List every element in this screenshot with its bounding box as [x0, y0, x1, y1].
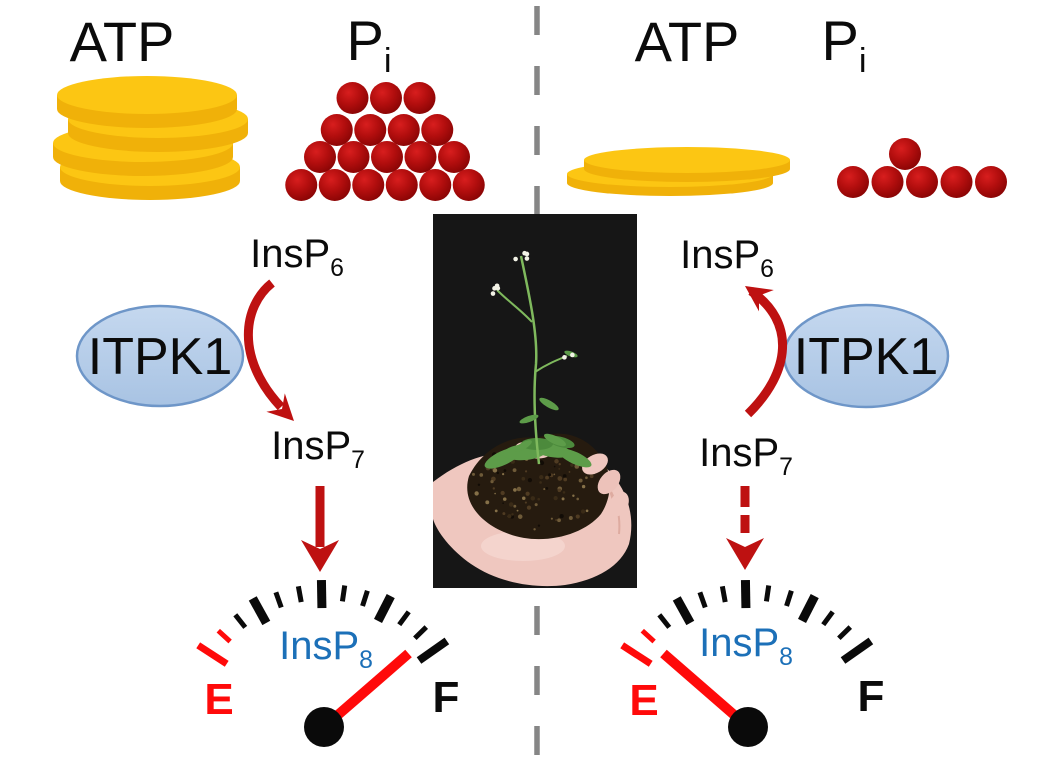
pi-ball	[387, 114, 420, 146]
gauge-tick	[196, 642, 229, 667]
insp7-to-gauge-arrow-dashed	[726, 486, 764, 570]
pi-ball	[975, 166, 1007, 198]
gauge-tick	[784, 589, 794, 607]
gauge-empty-label-left: E	[204, 675, 234, 724]
pi-ball	[318, 169, 351, 201]
gauge-tick	[339, 585, 348, 602]
plant-in-hand-photo	[433, 214, 637, 588]
gauge-tick	[233, 613, 248, 629]
gauge-tick	[657, 613, 672, 629]
plant-rosette	[484, 435, 592, 469]
insp7-label-left: InsP7	[271, 424, 365, 475]
atp-coin-top	[584, 147, 790, 173]
pi-ball	[889, 138, 921, 170]
pi-ball	[906, 166, 938, 198]
pi-label-right: Pi	[821, 9, 867, 81]
insp7-label-right: InsP7	[699, 431, 793, 482]
atp-coin-stack-left	[53, 76, 248, 200]
gauge-tick	[719, 585, 728, 603]
insp7-to-gauge-arrow-solid	[301, 486, 339, 572]
insp8-fuel-gauge-right	[620, 579, 874, 747]
pi-ball	[352, 169, 385, 201]
atp-label-right: ATP	[634, 10, 740, 73]
pi-ball	[320, 114, 353, 146]
pi-ball	[940, 166, 973, 198]
pi-ball	[336, 82, 369, 114]
gauge-tick	[416, 637, 450, 664]
gauge-tick	[216, 628, 232, 644]
pi-ball-pile-right	[837, 138, 1007, 198]
itpk1-label-left: ITPK1	[87, 328, 233, 386]
insp8-fuel-gauge-left	[196, 579, 450, 747]
gauge-tick	[672, 596, 695, 626]
pi-ball	[871, 166, 904, 198]
gauge-hub	[728, 707, 768, 747]
gauge-tick	[798, 593, 819, 624]
gauge-tick	[397, 610, 411, 627]
gauge-tick	[413, 625, 429, 641]
gauge-full-label-left: F	[432, 673, 460, 722]
atp-coin-stack-right	[567, 147, 790, 196]
insp6-label-left: InsP6	[250, 232, 344, 283]
insp6-label-right: InsP6	[680, 233, 774, 284]
gauge-tick	[360, 589, 370, 607]
gauge-tick	[374, 593, 395, 624]
pi-ball	[285, 169, 318, 201]
gauge-tick	[640, 628, 656, 644]
gauge-tick	[837, 625, 853, 641]
pi-ball	[404, 141, 437, 173]
pi-ball	[385, 169, 418, 201]
gauge-tick	[620, 642, 653, 667]
pi-ball-pile-left	[285, 82, 485, 201]
gauge-tick	[295, 585, 304, 603]
pi-ball	[370, 82, 402, 114]
pi-ball	[304, 141, 336, 173]
itpk1-enzyme-ellipse-left	[75, 304, 245, 408]
pi-ball	[403, 82, 436, 114]
atp-coin-top	[57, 76, 237, 114]
pi-ball	[837, 166, 869, 198]
pi-ball	[438, 141, 470, 173]
insp8-gauge-label-left: InsP8	[279, 624, 373, 675]
insp8-gauge-label-right: InsP8	[699, 621, 793, 672]
gauge-full-label-right: F	[857, 672, 885, 721]
gauge-hub	[304, 707, 344, 747]
pi-label-left: Pi	[346, 9, 392, 81]
pi-ball	[452, 169, 485, 201]
atp-label-left: ATP	[69, 10, 175, 73]
plant-flowers	[490, 250, 575, 360]
gauge-tick	[273, 591, 284, 609]
pi-ball	[421, 114, 454, 146]
pi-ball	[371, 141, 403, 173]
gauge-tick	[821, 610, 835, 627]
pi-ball	[354, 114, 387, 146]
pi-ball	[337, 141, 370, 173]
reaction-arrow-insp7-to-insp6	[744, 286, 788, 418]
reaction-arrow-insp6-to-insp7	[244, 279, 294, 421]
gauge-tick	[840, 637, 874, 664]
itpk1-label-right: ITPK1	[793, 328, 939, 386]
gauge-empty-label-right: E	[629, 676, 659, 725]
gauge-tick	[763, 585, 772, 602]
pi-ball	[419, 169, 452, 201]
gauge-tick	[697, 591, 708, 609]
gauge-tick	[248, 596, 271, 626]
